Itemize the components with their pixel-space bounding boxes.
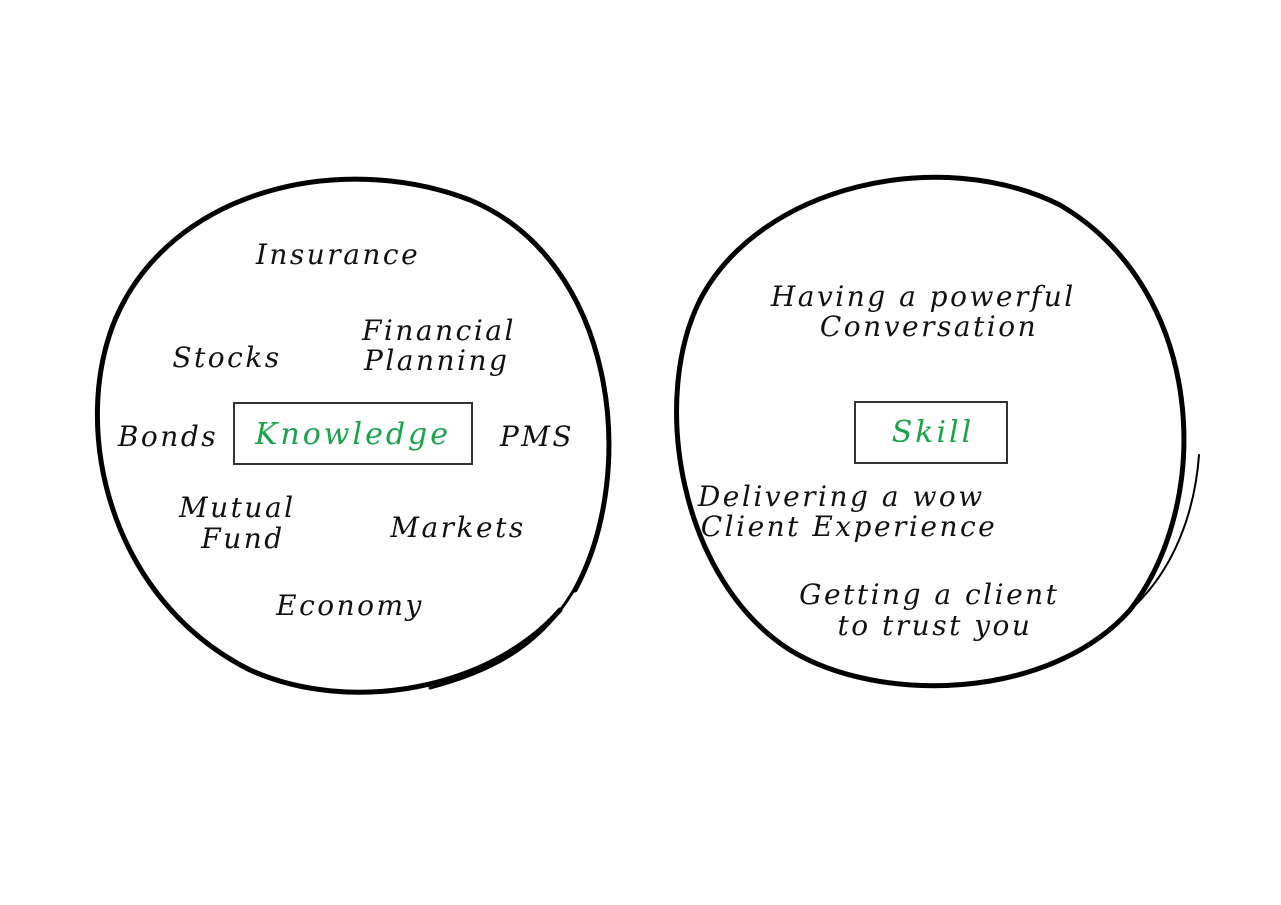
knowledge-box	[233, 402, 473, 465]
item-mutual-fund: Mutual Fund	[178, 491, 307, 555]
item-bonds: Bonds	[117, 420, 218, 453]
item-pms: PMS	[499, 420, 574, 453]
skill-label: Skill	[892, 415, 975, 450]
item-economy: Economy	[275, 589, 424, 622]
item-client-experience: Delivering a wow Client Experience	[697, 480, 997, 543]
skill-circle: Skill Having a powerful Conversation Del…	[674, 174, 1200, 689]
knowledge-circle: Knowledge Insurance Financial Planning S…	[94, 176, 612, 695]
item-client-trust: Getting a client to trust you	[799, 578, 1071, 642]
skill-box	[854, 401, 1008, 464]
knowledge-label: Knowledge	[254, 417, 451, 452]
item-powerful-conversation: Having a powerful Conversation	[770, 280, 1087, 343]
item-stocks: Stocks	[172, 341, 281, 374]
item-markets: Markets	[389, 511, 525, 544]
item-financial-planning: Financial Planning	[361, 314, 527, 377]
item-insurance: Insurance	[255, 238, 420, 271]
